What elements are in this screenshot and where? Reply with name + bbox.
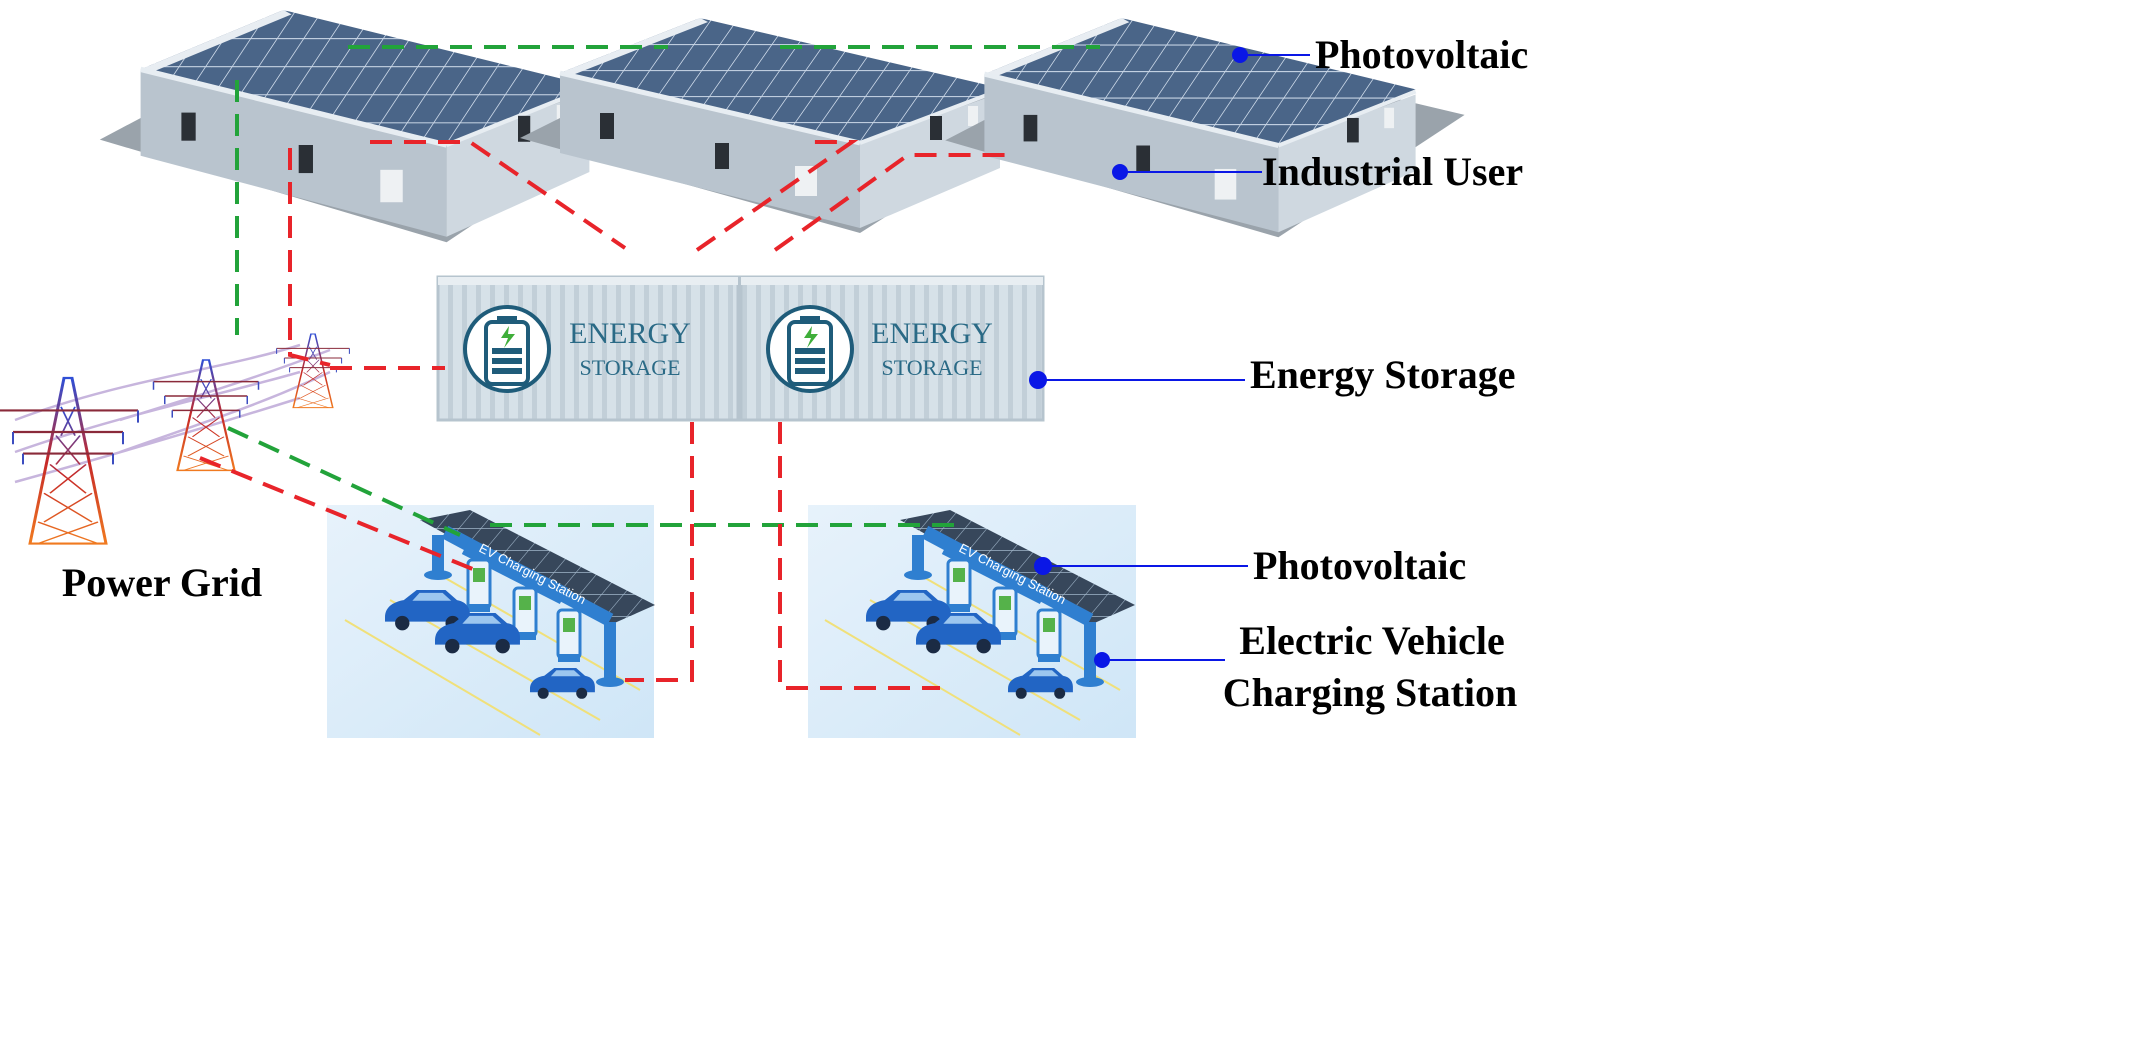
label-photovoltaic-bottom: Photovoltaic bbox=[1253, 543, 1466, 588]
label-ev-station-line2: Charging Station bbox=[1223, 670, 1518, 715]
photovoltaic-links bbox=[227, 45, 1100, 537]
label-industrial-user: Industrial User bbox=[1262, 149, 1523, 194]
label-ev-station-line1: Electric Vehicle bbox=[1239, 618, 1504, 663]
power-links bbox=[199, 140, 1010, 690]
storage-label-line2: STORAGE bbox=[579, 355, 680, 380]
storage-label-line1: ENERGY bbox=[569, 317, 691, 350]
callout-energy-storage: Energy Storage bbox=[1029, 352, 1516, 397]
callout-photovoltaic-top: Photovoltaic bbox=[1232, 32, 1528, 77]
callout-ev-charging-station: Electric Vehicle Charging Station bbox=[1094, 618, 1517, 715]
storage-label-line1: ENERGY bbox=[871, 317, 993, 350]
industrial-user-middle bbox=[520, 18, 1050, 233]
storage-container-right: ENERGY STORAGE bbox=[739, 275, 1045, 422]
callout-photovoltaic-bottom: Photovoltaic bbox=[1034, 543, 1466, 588]
label-energy-storage: Energy Storage bbox=[1250, 352, 1516, 397]
power-lines bbox=[14, 343, 331, 484]
callout-industrial-user: Industrial User bbox=[1112, 149, 1523, 194]
storage-container-left: ENERGY STORAGE bbox=[436, 275, 740, 422]
storage-label-line2: STORAGE bbox=[881, 355, 982, 380]
label-power-grid: Power Grid bbox=[62, 560, 262, 605]
label-photovoltaic-top: Photovoltaic bbox=[1315, 32, 1528, 77]
ev-charging-station-left: EV Charging Station bbox=[327, 505, 655, 738]
power-grid-towers bbox=[0, 333, 351, 546]
energy-storage-containers: ENERGY STORAGE ENERGY STORAGE bbox=[436, 275, 1045, 422]
ev-charging-station-right: EV Charging Station bbox=[808, 505, 1136, 738]
